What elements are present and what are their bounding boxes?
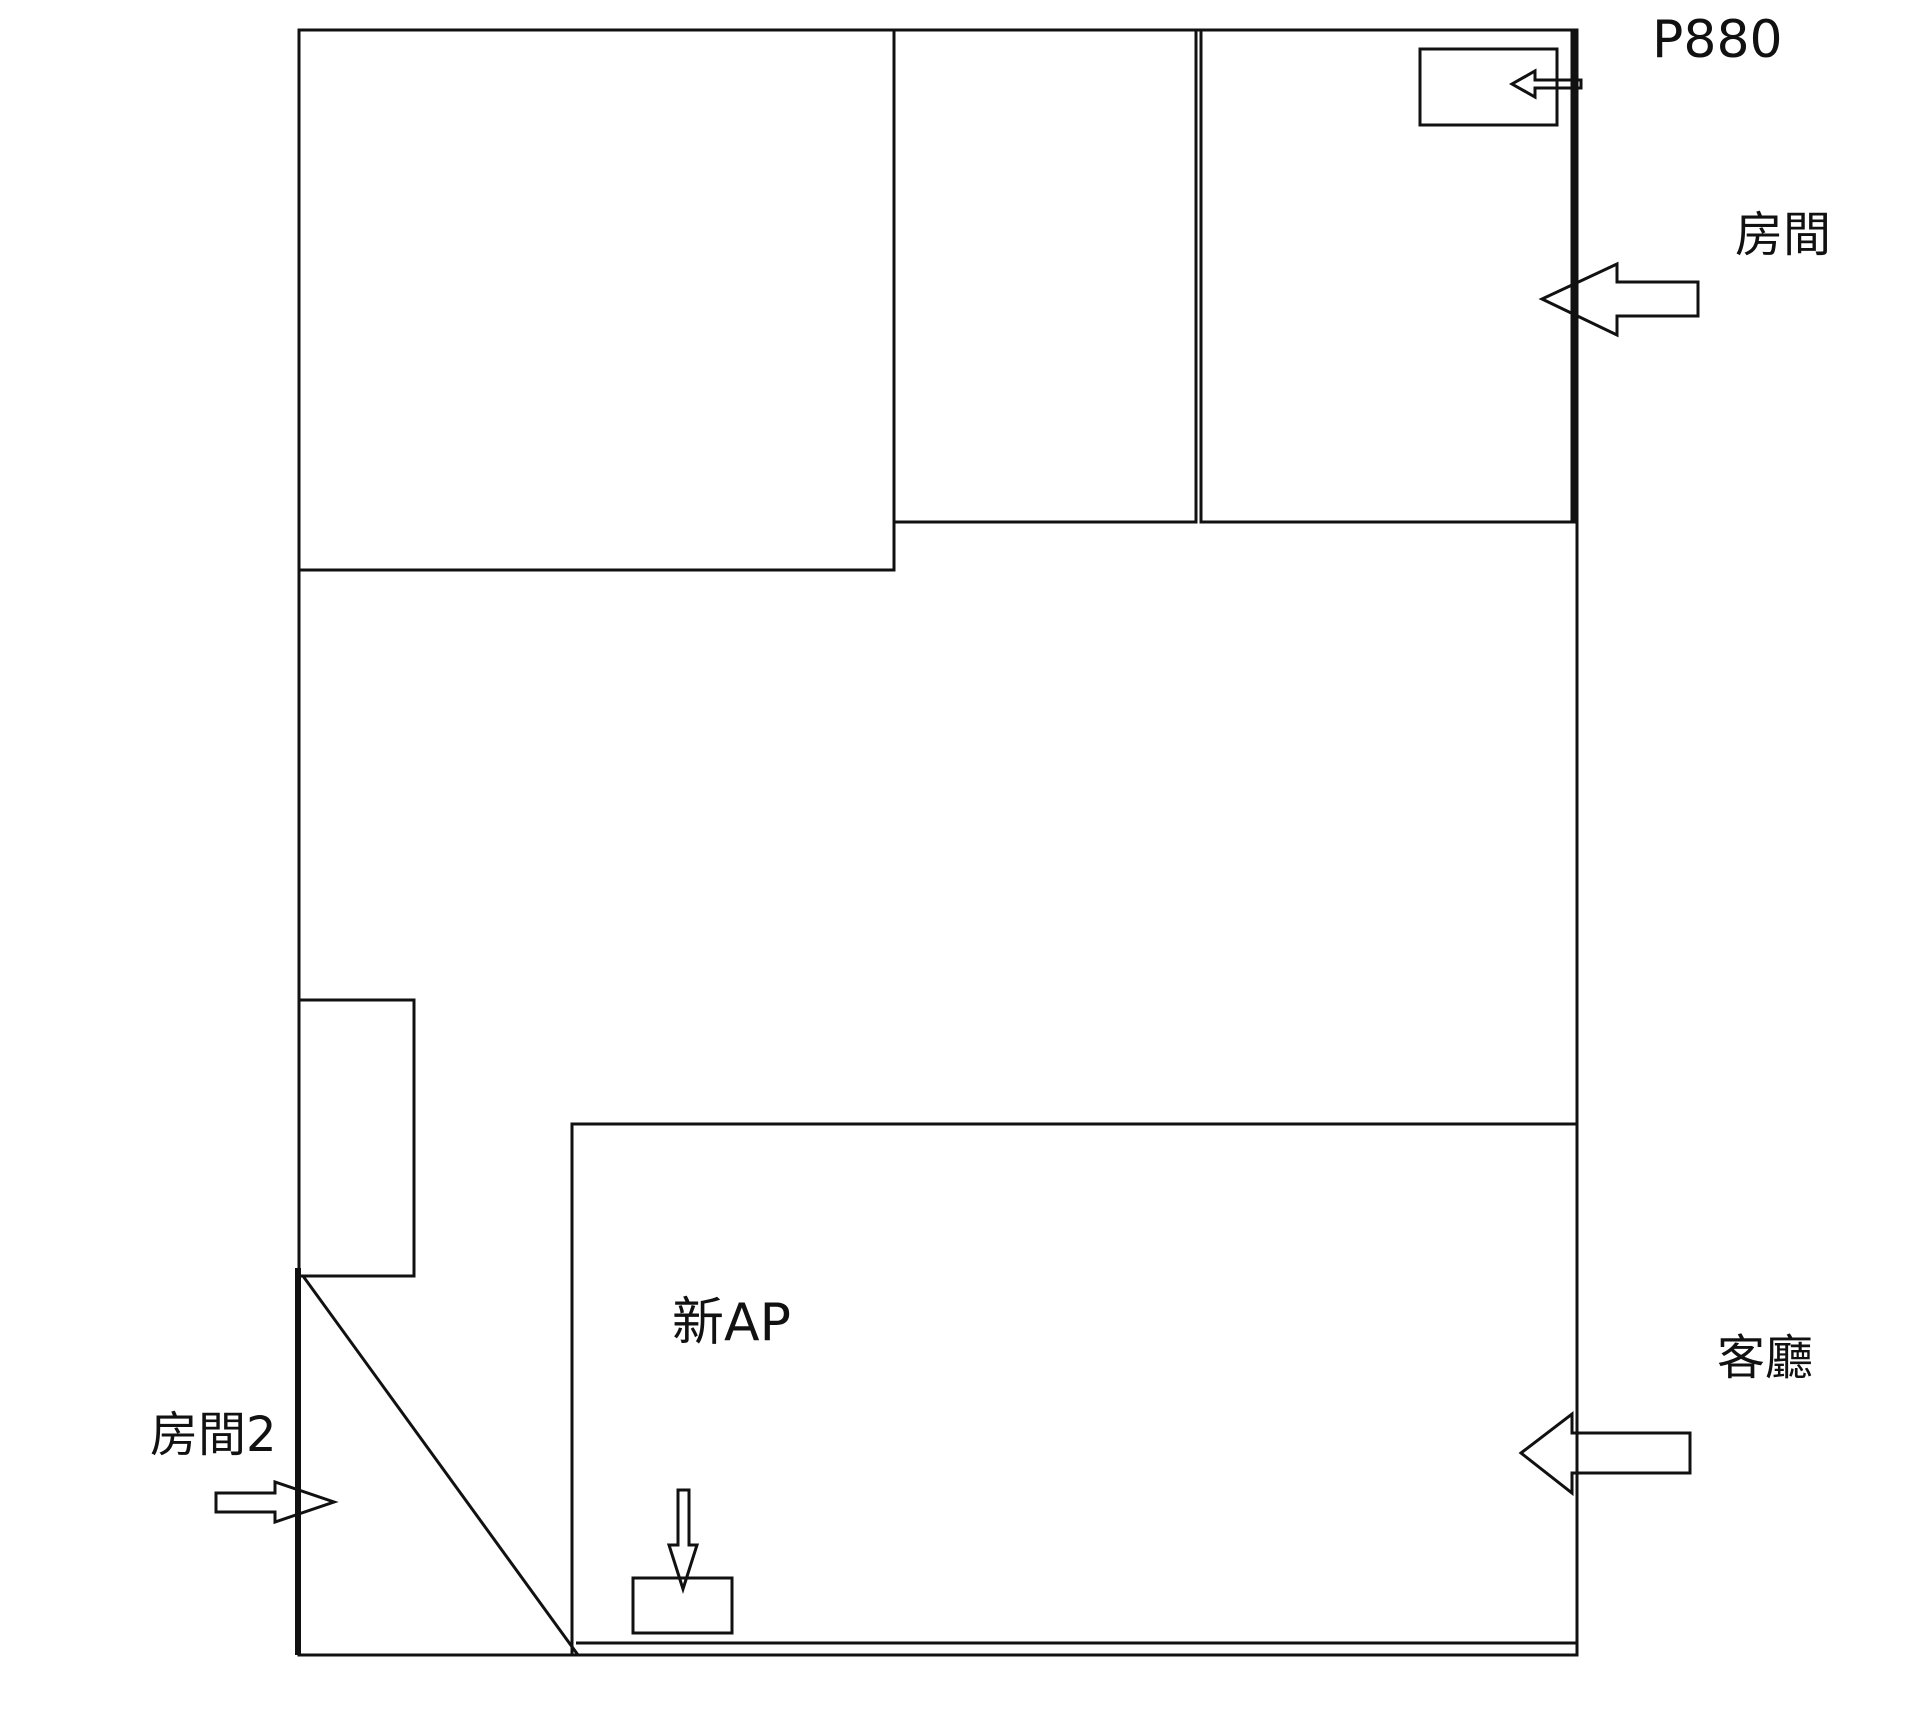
room-arrow-icon bbox=[1538, 261, 1700, 338]
right-room bbox=[1199, 28, 1576, 524]
p880-arrow-icon bbox=[1508, 68, 1583, 100]
living-room bbox=[570, 1122, 1577, 1655]
new-ap-device bbox=[631, 1576, 734, 1635]
top-middle-room bbox=[894, 30, 1198, 524]
left-cabinet bbox=[297, 998, 416, 1278]
room-label: 房間 bbox=[1735, 207, 1832, 263]
diagonal-wall bbox=[301, 1275, 580, 1656]
new-ap-arrow-icon bbox=[666, 1488, 700, 1594]
top-left-room bbox=[299, 30, 896, 572]
room2-arrow-icon bbox=[214, 1479, 339, 1525]
p880-label: P880 bbox=[1652, 10, 1783, 70]
living-room-arrow-icon bbox=[1518, 1410, 1692, 1497]
new-ap-label: 新AP bbox=[672, 1293, 791, 1353]
outer-wall bbox=[297, 28, 1579, 1657]
living-room-label: 客廳 bbox=[1717, 1330, 1814, 1386]
room2-label: 房間2 bbox=[150, 1407, 277, 1463]
